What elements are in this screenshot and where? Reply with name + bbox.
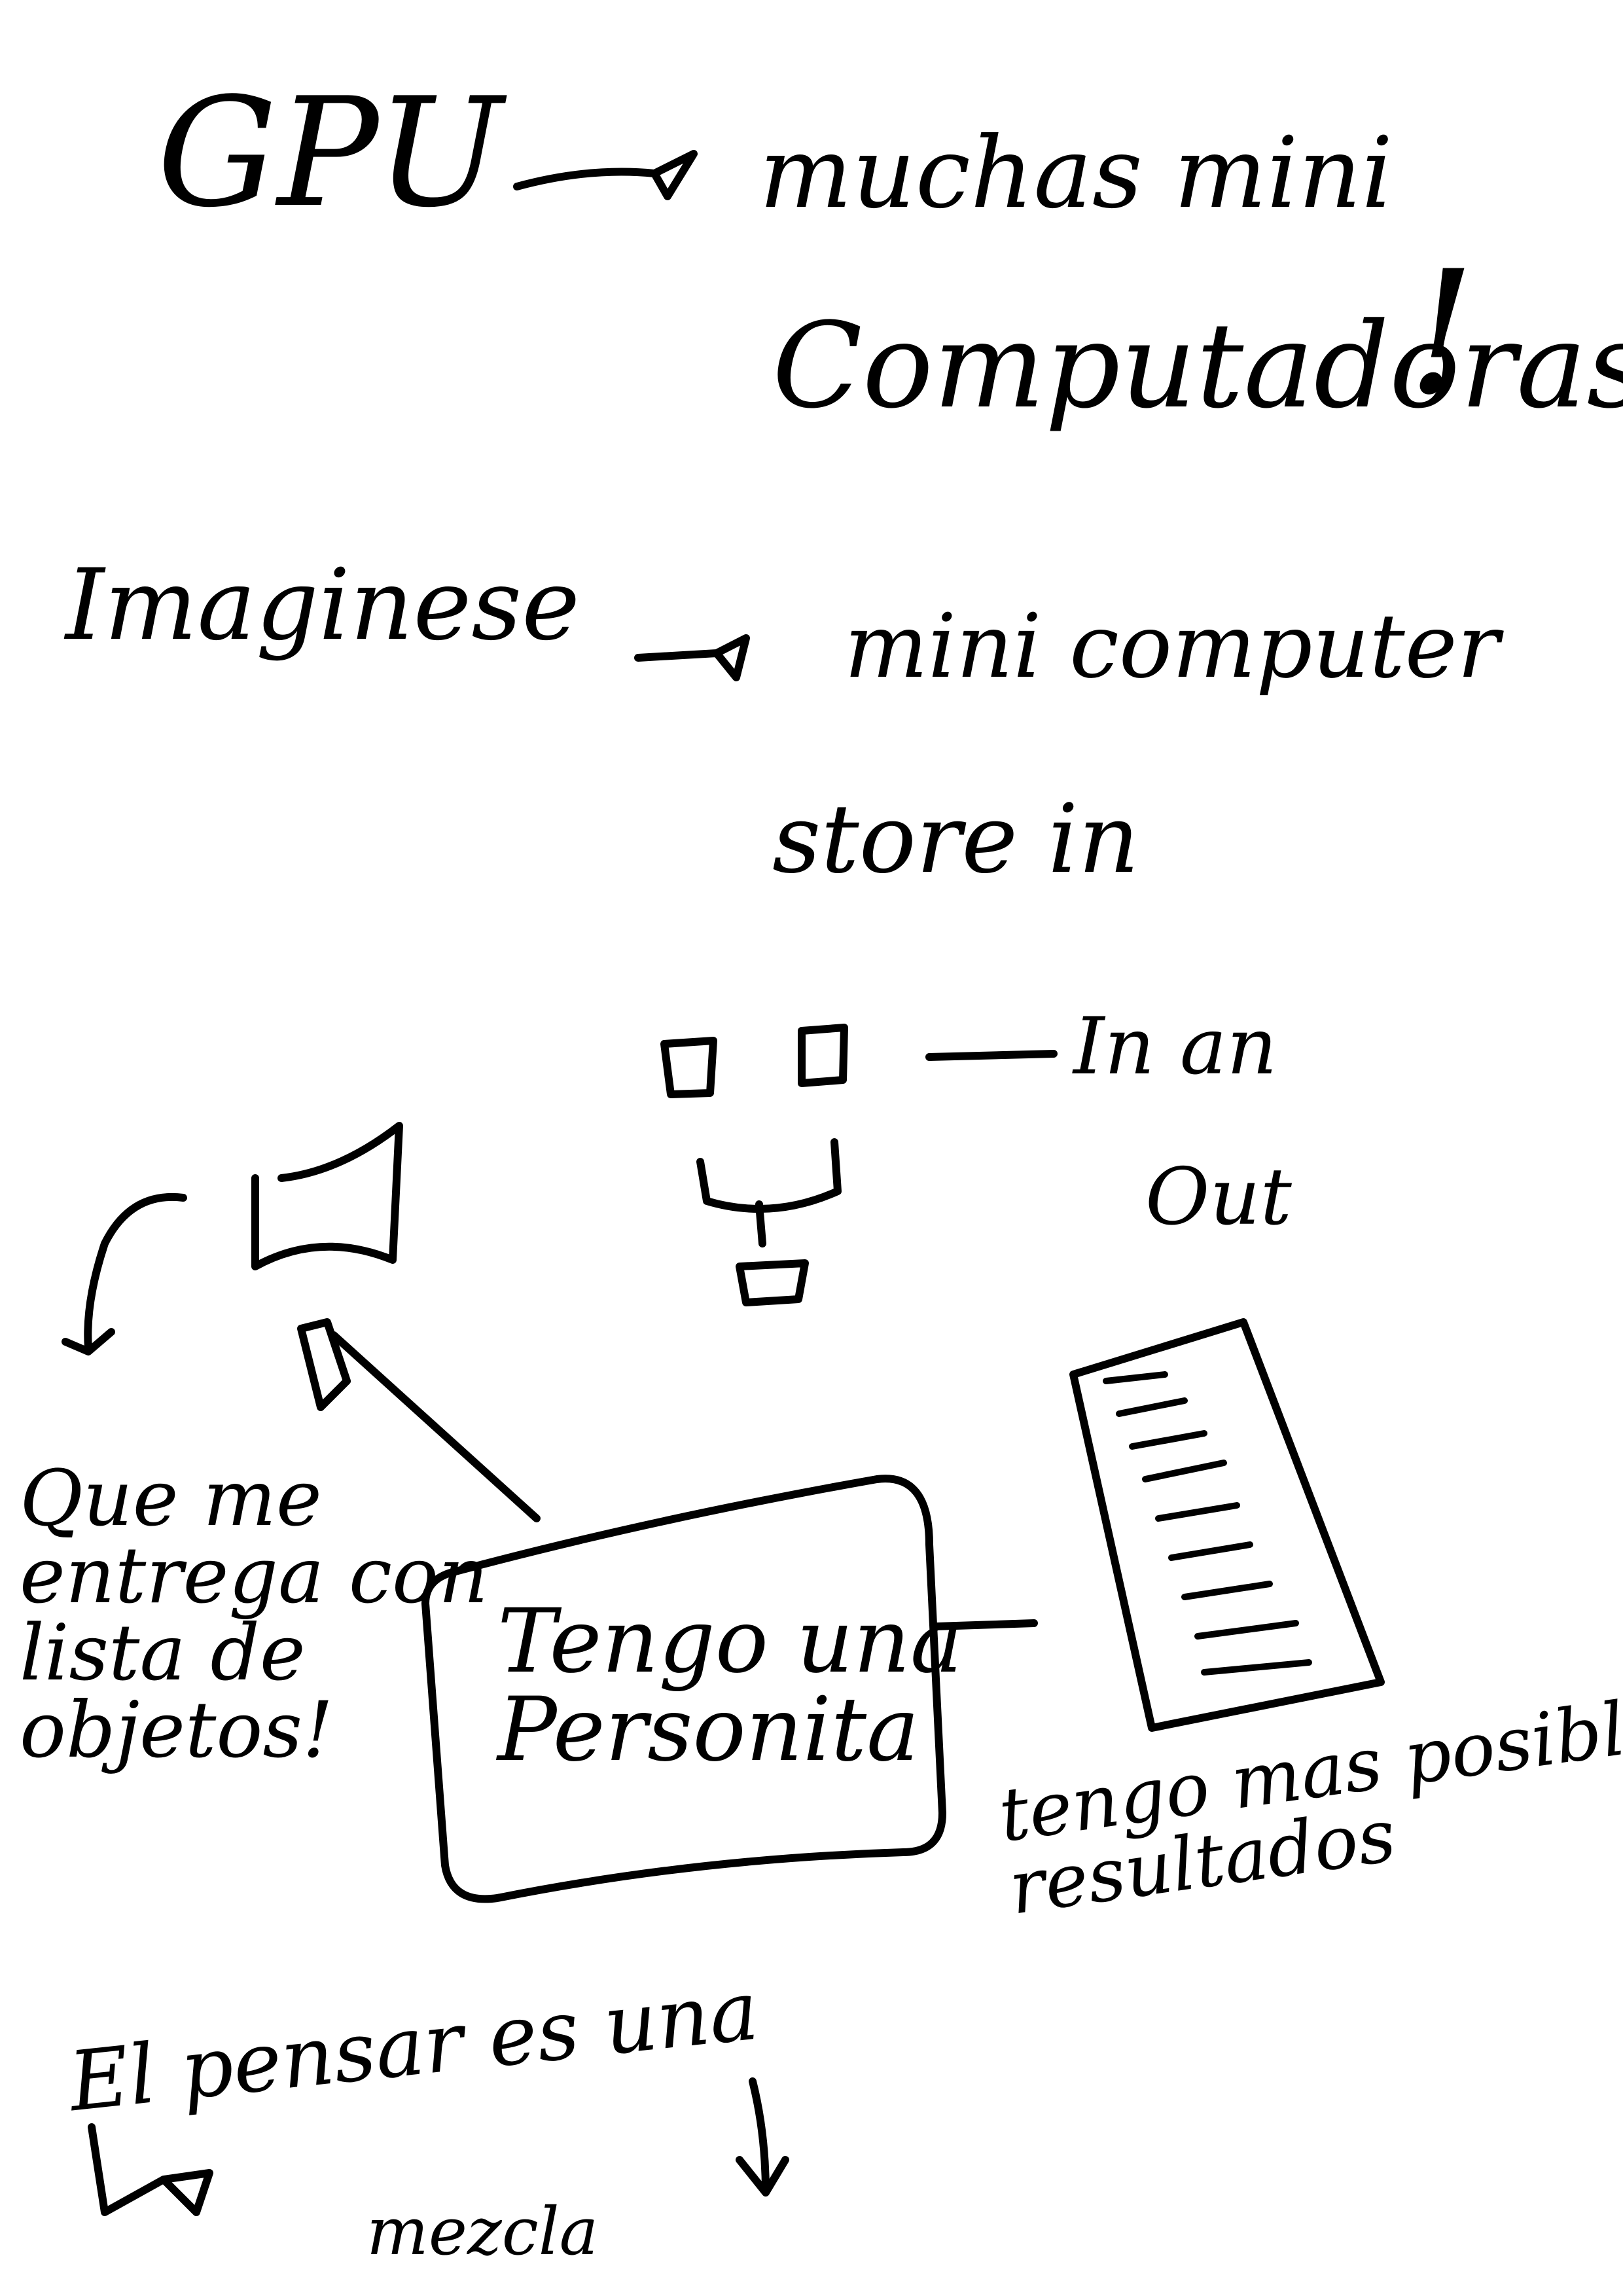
pointer-flag xyxy=(297,1318,351,1411)
store-in-label: store in xyxy=(772,784,1139,895)
imaginese-label: Imaginese xyxy=(65,548,580,662)
computadoras-label: Computadoras xyxy=(772,298,1623,435)
arrow-gpu xyxy=(513,150,698,200)
mezcla-label: mezcla xyxy=(366,2193,599,2270)
bracket xyxy=(696,1138,842,1213)
box-text-line-1: Tengo una xyxy=(497,1590,963,1693)
box-text-line-2: Personita xyxy=(497,1678,919,1781)
exclamation-mark: ! xyxy=(1407,235,1476,433)
curved-arrow xyxy=(62,1193,187,1355)
que-me-line-4: objetos! xyxy=(20,1685,334,1775)
que-me-line-3: lista de xyxy=(20,1607,306,1698)
out-label: Out xyxy=(1145,1152,1292,1243)
in-an-label: In an xyxy=(1073,1001,1277,1092)
dash-in xyxy=(925,1050,1058,1061)
box-text: Tengo una Personita xyxy=(497,1597,963,1774)
bracket-stem xyxy=(755,1200,766,1247)
l-arrow xyxy=(88,2123,213,2216)
mini-computer-label: mini computer xyxy=(844,595,1500,698)
que-me-line-2: entrega con xyxy=(20,1530,489,1621)
que-me-line-1: Que me xyxy=(20,1453,322,1543)
down-arrow xyxy=(736,2077,789,2197)
gpu-label: GPU xyxy=(157,66,503,241)
pointer-line xyxy=(330,1331,541,1522)
connector-line xyxy=(932,1619,1038,1630)
small-box xyxy=(736,1259,809,1306)
muchas-mini-label: muchas mini xyxy=(759,117,1393,230)
arrow-imaginese xyxy=(634,634,750,681)
document xyxy=(1069,1318,1385,1732)
que-me-entrega-note: Que me entrega con lista de objetos! xyxy=(20,1460,488,1768)
square-right xyxy=(798,1024,848,1087)
square-left xyxy=(660,1037,717,1098)
document-lines xyxy=(1103,1371,1312,1676)
central-box xyxy=(421,1475,946,1903)
shape-top-left xyxy=(251,1122,403,1270)
